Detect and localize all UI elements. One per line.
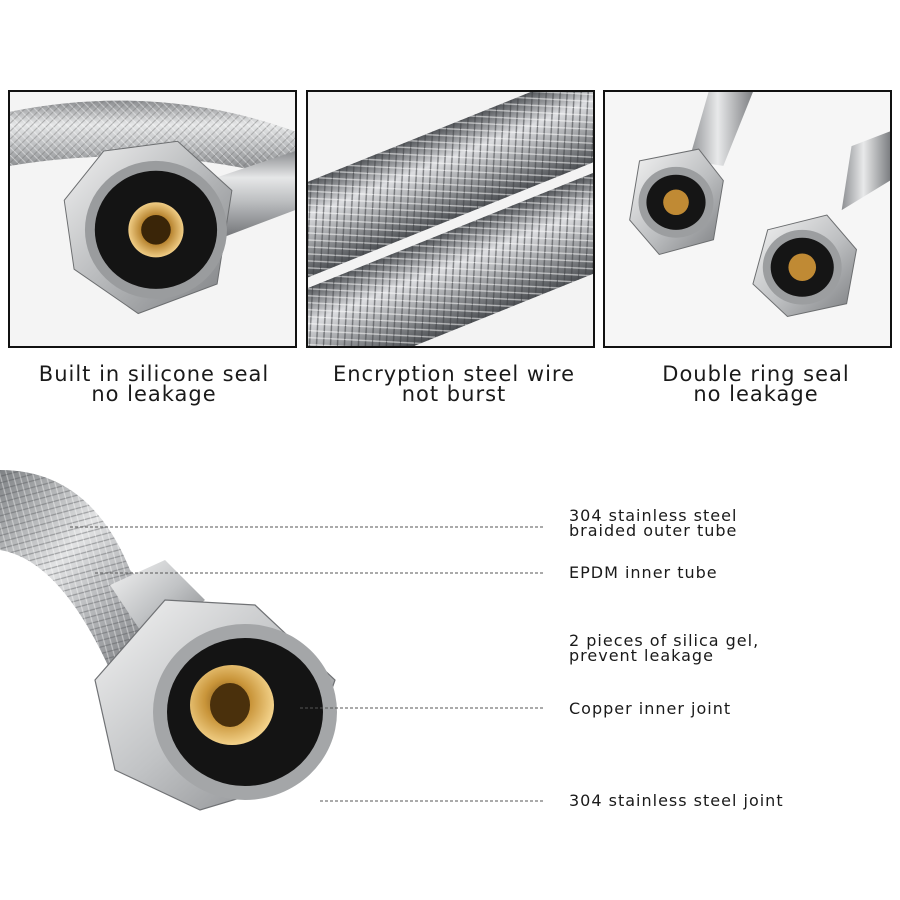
photo-braided-steel-wire [306, 90, 595, 348]
callout-inner-tube: EPDM inner tube [569, 563, 718, 582]
feature-title: Built in silicone seal [38, 362, 270, 386]
callout-label: braided outer tube [569, 521, 738, 540]
callout-label: 304 stainless steel [569, 506, 738, 525]
photo-double-ring-seal [603, 90, 892, 348]
feature-caption-double-ring: Double ring seal no leakage [606, 362, 900, 406]
photo-silicone-seal [8, 90, 297, 348]
hose-component-photo [0, 450, 900, 850]
feature-caption-silicone-seal: Built in silicone seal no leakage [4, 362, 304, 406]
callout-silica-gel: 2 pieces of silica gel, prevent leakage [569, 631, 760, 665]
callout-steel-joint: 304 stainless steel joint [569, 791, 784, 810]
feature-subtitle: not burst [401, 382, 507, 406]
feature-subtitle: no leakage [693, 382, 819, 406]
feature-caption-steel-wire: Encryption steel wire not burst [304, 362, 604, 406]
callout-outer-tube: 304 stainless steel braided outer tube [569, 506, 738, 540]
callout-label: Copper inner joint [569, 699, 732, 718]
feature-title: Double ring seal [662, 362, 850, 386]
callout-copper-joint: Copper inner joint [569, 699, 732, 718]
callout-label: prevent leakage [569, 646, 714, 665]
callout-label: EPDM inner tube [569, 563, 718, 582]
callout-label: 2 pieces of silica gel, [569, 631, 760, 650]
feature-title: Encryption steel wire [332, 362, 576, 386]
callout-label: 304 stainless steel joint [569, 791, 784, 810]
feature-subtitle: no leakage [91, 382, 217, 406]
